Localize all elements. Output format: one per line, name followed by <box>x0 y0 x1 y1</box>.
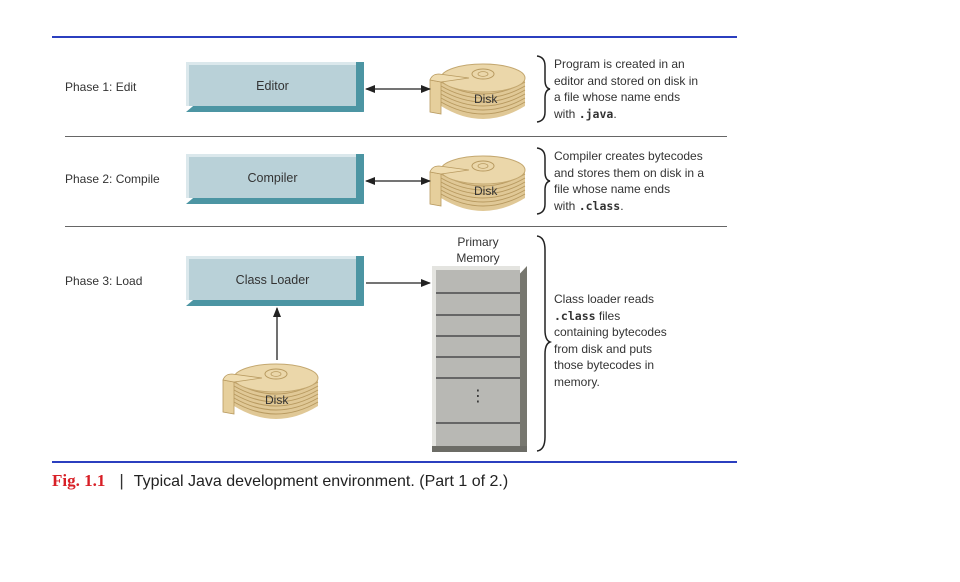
description-line: and stores them on disk in a <box>554 165 705 180</box>
disk-label: Disk <box>474 184 498 198</box>
memory-title-line: Memory <box>456 251 500 265</box>
description-line: a file whose name ends <box>554 90 681 104</box>
class-loader-box: Class Loader <box>186 256 364 306</box>
code-extension: .class <box>578 198 621 213</box>
disk-icon: Disk <box>427 148 527 214</box>
text: . <box>620 198 624 213</box>
phase-3-description: Class loader reads .class files containi… <box>554 291 667 390</box>
disk-icon: Disk <box>220 356 320 422</box>
figure-number: Fig. 1.1 <box>52 471 106 490</box>
memory-cell-divider <box>436 377 520 379</box>
phase-1-description: Program is created in an editor and stor… <box>554 56 698 122</box>
description-line: those bytecodes in <box>554 358 655 372</box>
top-rule <box>52 36 737 38</box>
text: files <box>595 308 621 323</box>
editor-box-label: Editor <box>186 62 356 106</box>
description-line: with .java. <box>554 106 698 123</box>
caption-text: Typical Java development environment. (P… <box>133 473 509 490</box>
text: with <box>554 198 579 213</box>
description-line: Class loader reads <box>554 292 655 306</box>
primary-memory-title: Primary Memory <box>428 234 528 266</box>
bottom-rule <box>52 461 737 463</box>
disk-icon: Disk <box>427 56 527 122</box>
description-line: from disk and puts <box>554 341 653 356</box>
description-line: .class files <box>554 308 667 325</box>
description-line: with .class. <box>554 198 704 215</box>
text: with <box>554 106 579 121</box>
phase-2-brace <box>536 147 551 215</box>
compiler-box: Compiler <box>186 154 364 204</box>
phase-2-description: Compiler creates bytecodes and stores th… <box>554 148 704 214</box>
memory-cell-divider <box>436 292 520 294</box>
primary-memory-block: ⋮ <box>432 266 527 452</box>
memory-title-line: Primary <box>457 235 499 249</box>
phase-divider-1 <box>65 136 727 137</box>
memory-cell-divider <box>436 314 520 316</box>
code-extension: .class <box>554 308 596 323</box>
phase-2-label: Phase 2: Compile <box>65 172 160 186</box>
description-line: containing bytecodes <box>554 325 667 339</box>
editor-box: Editor <box>186 62 364 112</box>
memory-cell-divider <box>436 356 520 358</box>
description-line: Program is created in an <box>554 57 685 71</box>
class-loader-box-label: Class Loader <box>186 256 356 300</box>
memory-cell-divider <box>436 335 520 337</box>
memory-cell-divider <box>436 422 520 424</box>
disk-label: Disk <box>265 393 289 407</box>
description-line: Compiler creates bytecodes <box>554 149 703 163</box>
phase-3-brace <box>536 235 553 452</box>
description-line: file whose name ends <box>554 182 671 196</box>
phase-1-label: Phase 1: Edit <box>65 80 137 94</box>
disk-label: Disk <box>474 92 498 106</box>
memory-ellipsis: ⋮ <box>470 388 486 405</box>
text: . <box>613 106 617 121</box>
description-line: editor and stored on disk in <box>554 73 699 88</box>
phase-3-label: Phase 3: Load <box>65 274 143 288</box>
figure-caption: Fig. 1.1 | Typical Java development enviro… <box>52 471 508 491</box>
caption-separator: | <box>119 471 124 490</box>
phase-divider-2 <box>65 226 727 227</box>
phase-1-brace <box>536 55 551 123</box>
description-line: memory. <box>554 374 600 389</box>
compiler-box-label: Compiler <box>186 154 356 198</box>
code-extension: .java <box>578 106 614 121</box>
